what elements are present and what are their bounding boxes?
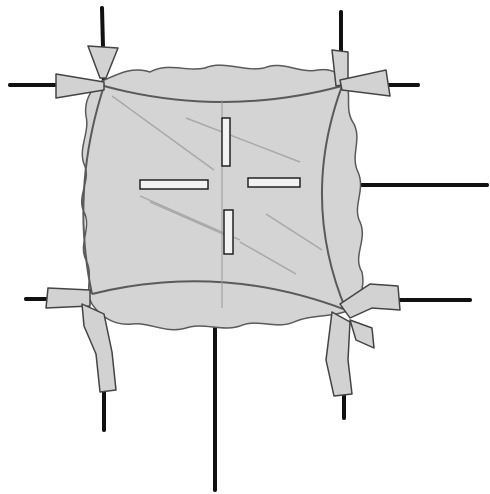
tab-top-right-horizontal <box>339 69 391 97</box>
tab-bottom-right-strap <box>325 311 353 397</box>
tab-bottom-left-strap <box>81 303 117 393</box>
slot-icon-bottom <box>223 209 234 255</box>
slots <box>139 117 301 255</box>
tab-bottom-right-end <box>349 319 375 349</box>
tab-top-left-horizontal <box>55 73 105 99</box>
slot-icon-top <box>221 117 231 167</box>
tabs <box>45 45 401 397</box>
tab-top-left-vertical <box>87 45 119 79</box>
slot-icon-right <box>247 177 301 188</box>
inner-curves <box>82 85 347 311</box>
curve-bottom <box>91 280 347 311</box>
tab-bottom-left-horizontal <box>45 287 91 309</box>
slot-icon-left <box>139 179 209 190</box>
curve-left <box>82 85 105 295</box>
curve-right <box>321 85 347 311</box>
tab-bottom-right-horizontal <box>339 283 401 319</box>
